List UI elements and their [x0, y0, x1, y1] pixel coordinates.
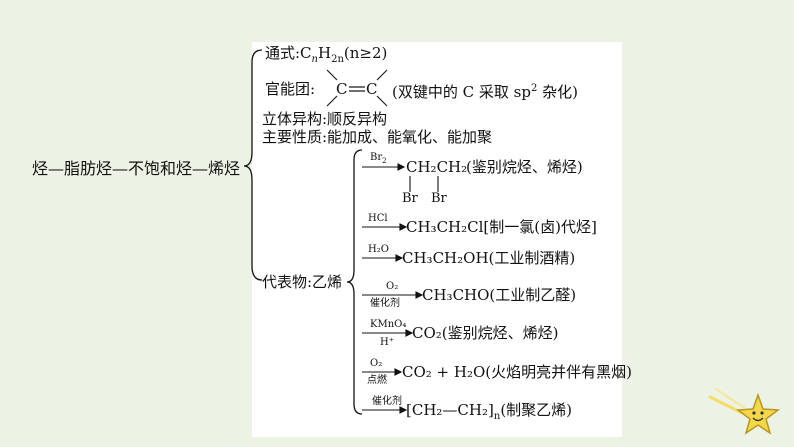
content-panel: [252, 42, 622, 437]
reagent-kmno4: KMnO₄: [370, 319, 407, 330]
product-combustion: CO₂ + H₂O(火焰明亮并伴有黑烟): [402, 363, 632, 381]
functional-group-label: 官能团:: [265, 80, 316, 98]
bond-c1-up: [326, 69, 338, 81]
product-acetaldehyde: CH₃CHO(工业制乙醛): [422, 286, 577, 304]
general-formula: 通式:CnH2n(n≥2): [265, 44, 388, 65]
reaction-brace: [346, 149, 363, 415]
br-atom-1: Br: [402, 191, 418, 206]
reagent-catalyst-2: 催化剂: [372, 396, 402, 407]
product-chloroethane: CH₃CH₂Cl[制一氯(卤)代烃]: [406, 218, 597, 236]
root-label: 烃—脂肪烃—不饱和烃—烯烃: [32, 159, 241, 178]
reagent-br2: Br2: [370, 152, 387, 165]
reagent-hcl: HCl: [368, 213, 388, 224]
main-properties: 主要性质:能加成、能氧化、能加聚: [262, 128, 493, 146]
product-co2: CO₂(鉴别烷烃、烯烃): [412, 324, 559, 342]
note-identify-1: (鉴别烷烃、烯烃): [466, 158, 583, 176]
hybridization-note: (双键中的 C 采取 sp2 杂化): [392, 83, 578, 101]
carbon-left: C: [336, 80, 348, 98]
product-ethanol: CH₃CH₂OH(工业制酒精): [402, 249, 576, 267]
reagent-catalyst: 催化剂: [370, 298, 400, 309]
bond-c2-up: [376, 69, 388, 81]
reagent-ignite: 点燃: [367, 375, 387, 386]
product-polyethylene: [CH₂—CH₂]n(制聚乙烯): [406, 401, 573, 422]
reagent-water: H₂O: [368, 244, 389, 255]
reagent-acid: H⁺: [380, 337, 394, 348]
bond-c1-down: [326, 95, 338, 107]
bond-c2-down: [376, 95, 388, 107]
stereo-isomerism: 立体异构:顺反异构: [262, 110, 388, 128]
reagent-oxygen-2: O₂: [370, 358, 383, 369]
product-dibromoethane: CH₂CH₂: [406, 158, 468, 176]
reaction-arrows: [362, 163, 424, 414]
representative-label: 代表物:乙烯: [262, 273, 343, 291]
main-brace: [243, 49, 263, 281]
smiling-star-icon: [708, 388, 781, 435]
br-atom-2: Br: [431, 191, 447, 206]
reagent-oxygen: O₂: [386, 281, 399, 292]
carbon-right: C: [366, 80, 378, 98]
